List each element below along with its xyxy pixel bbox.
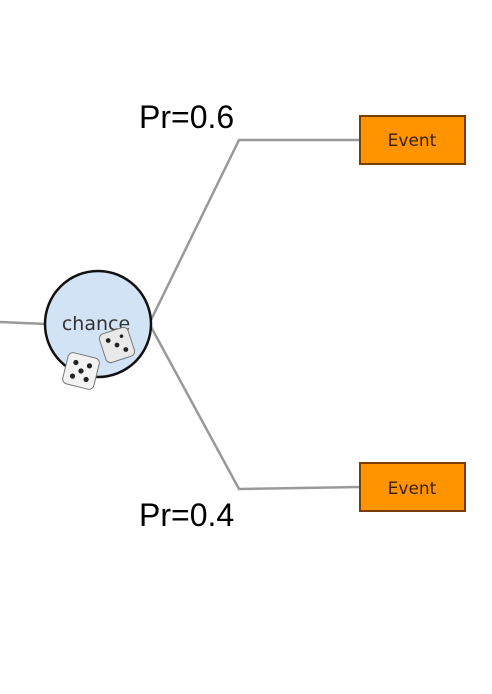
chance-node-label: chance [62, 313, 130, 335]
event-label-lower: Event [388, 479, 437, 499]
event-label-upper: Event [388, 131, 437, 151]
event-box-lower [359, 462, 466, 512]
dice-icon [62, 326, 136, 390]
branch-edge-upper [148, 138, 360, 323]
probability-label-upper: Pr=0.6 [139, 99, 234, 135]
event-node-lower[interactable]: Event [359, 462, 466, 512]
branch-edge-lower [148, 324, 361, 491]
die-upper [98, 326, 136, 364]
die-lower [62, 352, 100, 390]
incoming-edge [0, 320, 47, 326]
chance-node[interactable]: chance [43, 269, 153, 390]
event-node-upper[interactable]: Event [359, 115, 466, 165]
event-box-upper [359, 115, 466, 165]
probability-label-lower: Pr=0.4 [139, 497, 234, 533]
